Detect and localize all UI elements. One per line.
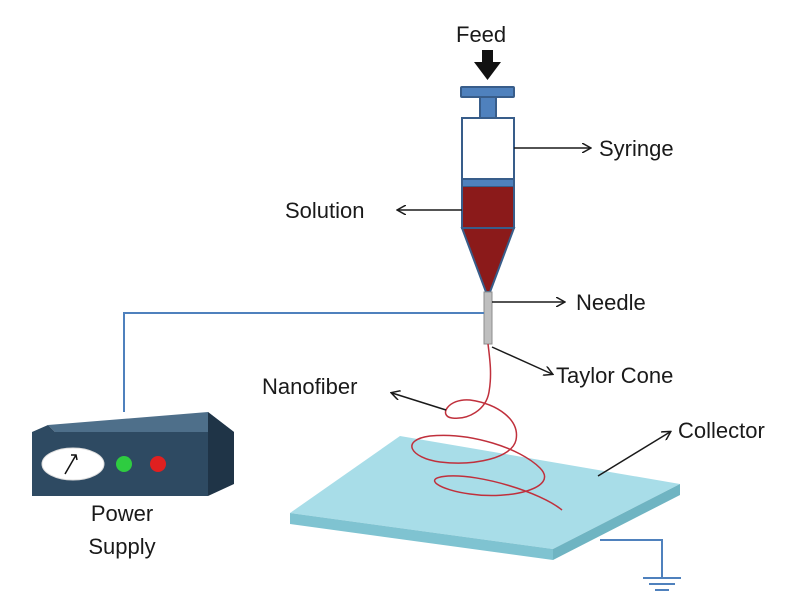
nanofiber-pointer — [392, 393, 447, 411]
solution-fill — [463, 187, 513, 228]
power-supply — [32, 412, 234, 496]
syringe — [460, 86, 516, 345]
needle-label: Needle — [576, 290, 646, 315]
collector-pointer — [597, 432, 670, 477]
gauge-icon — [41, 447, 105, 481]
nanofiber-jet — [411, 343, 563, 511]
ground-wire — [600, 539, 663, 578]
ground-symbol-icon — [643, 577, 681, 591]
needle — [483, 291, 493, 345]
green-indicator-light — [116, 456, 132, 472]
power-box-side — [208, 412, 234, 496]
down-arrow-icon — [474, 50, 501, 80]
syringe-cone — [460, 227, 516, 293]
collector-top — [290, 436, 680, 549]
power-supply-label-line1: Power — [90, 501, 154, 526]
plunger-cap — [460, 86, 515, 98]
taylor-cone-pointer — [491, 346, 552, 374]
collector-side — [290, 513, 553, 560]
nanofiber-label: Nanofiber — [262, 374, 358, 399]
collector-plate — [290, 436, 680, 560]
collector-label: Collector — [678, 418, 765, 443]
feed-label: Feed — [456, 22, 507, 47]
solution-label: Solution — [285, 198, 365, 223]
taylor-cone-label: Taylor Cone — [556, 363, 674, 388]
plunger-stopper — [461, 178, 515, 188]
red-indicator-light — [150, 456, 166, 472]
power-supply-label-line2: Supply — [88, 534, 156, 559]
syringe-label: Syringe — [599, 136, 674, 161]
power-wire — [123, 312, 484, 412]
